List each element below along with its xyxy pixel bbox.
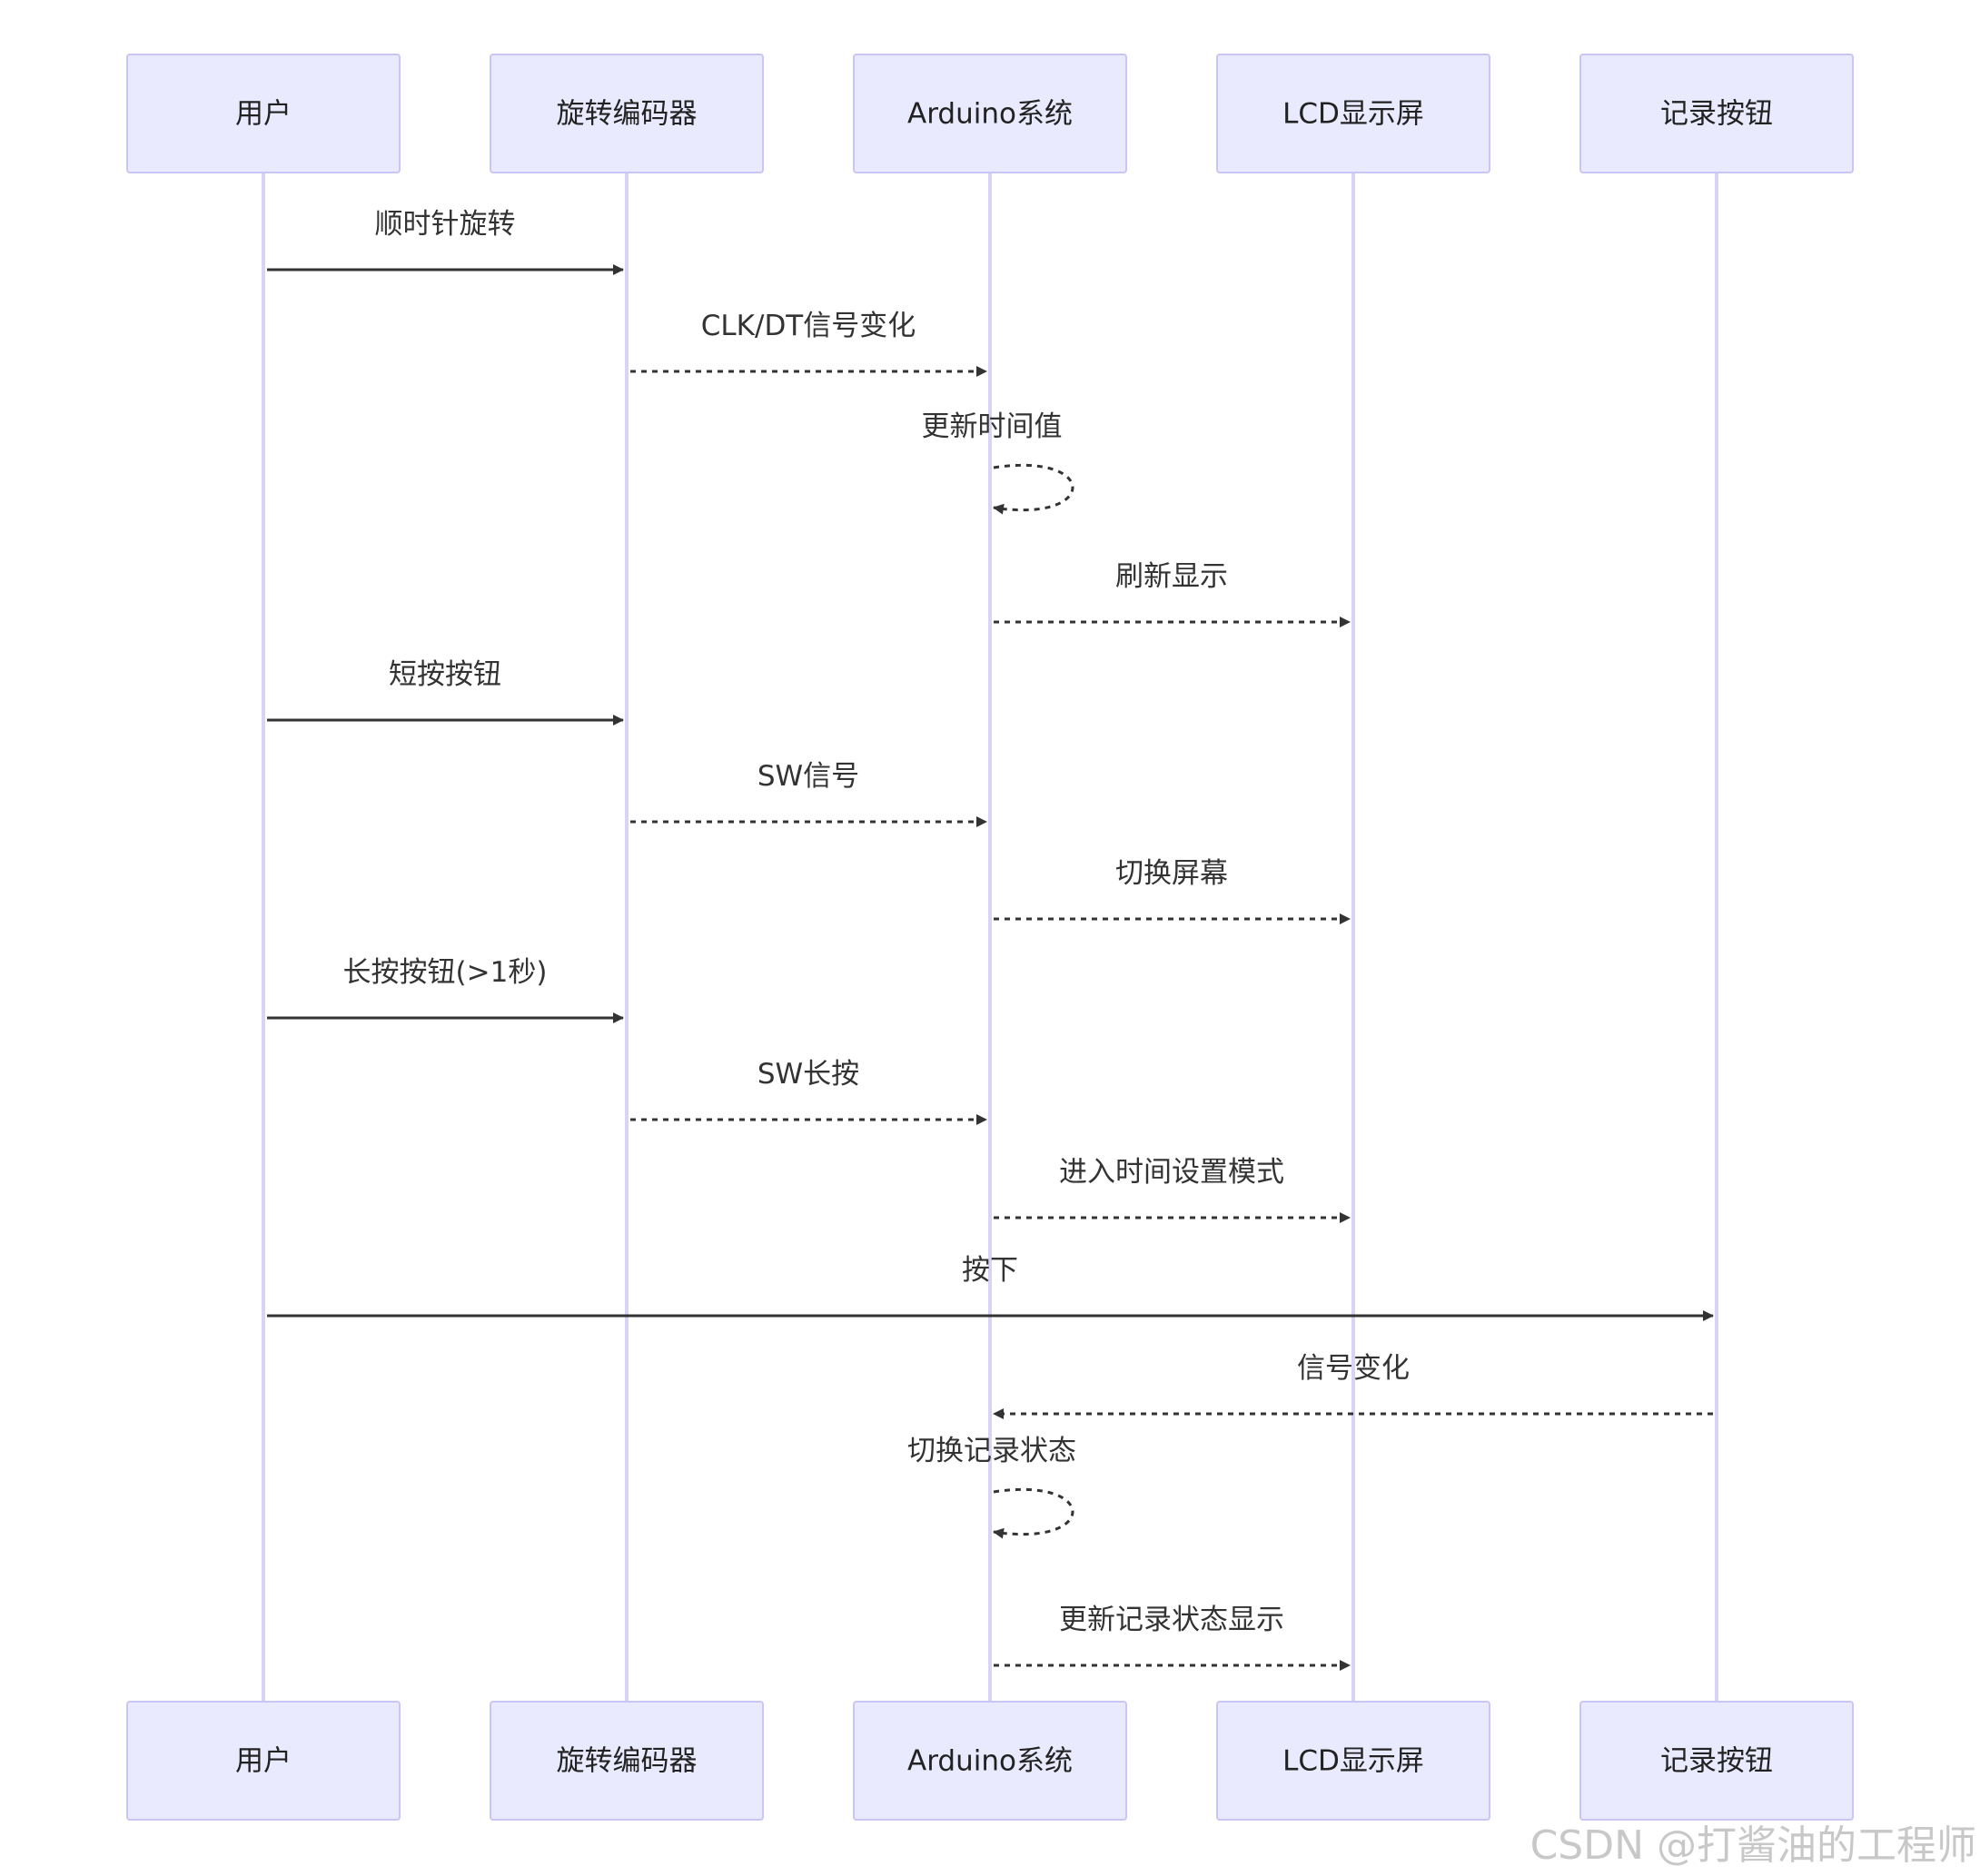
message-label: CLK/DT信号变化	[701, 310, 916, 342]
message-8: 长按按钮(>1秒)	[267, 956, 624, 1023]
actor-box	[1579, 54, 1854, 173]
message-label: 进入时间设置模式	[1059, 1156, 1284, 1189]
actor-label: LCD显示屏	[1282, 1745, 1424, 1778]
message-3: 更新时间值	[922, 410, 1074, 515]
message-label: 更新记录状态显示	[1059, 1604, 1284, 1636]
message-4: 刷新显示	[994, 560, 1351, 627]
actor-label: 旋转编码器	[557, 98, 698, 131]
actor-label: Arduino系统	[907, 1745, 1073, 1778]
actor-label: 记录按钮	[1660, 98, 1773, 131]
actors-top: 用户 旋转编码器 Arduino系统 LCD显示屏 记录按钮	[126, 54, 1854, 173]
message-label: 更新时间值	[922, 410, 1063, 443]
message-1: 顺时针旋转	[267, 208, 624, 275]
actor-encoder-top[interactable]: 旋转编码器	[490, 54, 764, 173]
actor-box	[853, 1701, 1127, 1821]
message-label: 信号变化	[1297, 1352, 1410, 1385]
actor-user-bottom[interactable]: 用户	[126, 1701, 401, 1821]
message-arrow	[993, 463, 1074, 515]
actor-record-top[interactable]: 记录按钮	[1579, 54, 1854, 173]
message-9: SW长按	[630, 1058, 987, 1125]
actor-encoder-bottom[interactable]: 旋转编码器	[490, 1701, 764, 1821]
actor-arduino-bottom[interactable]: Arduino系统	[853, 1701, 1127, 1821]
message-label: 顺时针旋转	[375, 208, 516, 241]
message-label: 切换屏幕	[1115, 857, 1228, 890]
actor-label: 旋转编码器	[557, 1745, 698, 1778]
message-label: 短按按钮	[389, 658, 501, 691]
message-5: 短按按钮	[267, 658, 624, 726]
message-2: CLK/DT信号变化	[630, 310, 987, 377]
watermark: CSDN @打酱油的工程师	[1530, 1822, 1976, 1869]
actor-lcd-bottom[interactable]: LCD显示屏	[1216, 1701, 1490, 1821]
actor-box	[1579, 1701, 1854, 1821]
actor-arduino-top[interactable]: Arduino系统	[853, 54, 1127, 173]
message-10: 进入时间设置模式	[994, 1156, 1351, 1223]
message-14: 更新记录状态显示	[994, 1604, 1351, 1671]
message-arrow	[993, 1487, 1074, 1539]
actor-box	[1216, 1701, 1490, 1821]
actor-label: 用户	[235, 98, 292, 131]
actor-box	[853, 54, 1127, 173]
message-13: 切换记录状态	[907, 1435, 1076, 1539]
message-label: 按下	[962, 1254, 1018, 1287]
actor-record-bottom[interactable]: 记录按钮	[1579, 1701, 1854, 1821]
actor-box	[126, 54, 401, 173]
message-12: 信号变化	[993, 1352, 1713, 1419]
message-label: 切换记录状态	[907, 1435, 1076, 1467]
message-label: 长按按钮(>1秒)	[343, 956, 548, 989]
lifelines	[262, 173, 1718, 1702]
message-label: 刷新显示	[1115, 560, 1228, 593]
message-6: SW信号	[630, 760, 987, 827]
message-label: SW信号	[757, 760, 859, 793]
actor-label: 用户	[235, 1745, 292, 1778]
actor-box	[490, 1701, 764, 1821]
actor-box	[1216, 54, 1490, 173]
message-label: SW长按	[757, 1058, 859, 1091]
actor-user-top[interactable]: 用户	[126, 54, 401, 173]
actor-label: LCD显示屏	[1282, 98, 1424, 131]
actors-bottom: 用户 旋转编码器 Arduino系统 LCD显示屏 记录按钮	[126, 1701, 1854, 1821]
message-7: 切换屏幕	[994, 857, 1351, 924]
actor-box	[490, 54, 764, 173]
actor-lcd-top[interactable]: LCD显示屏	[1216, 54, 1490, 173]
actor-label: 记录按钮	[1660, 1745, 1773, 1778]
actor-box	[126, 1701, 401, 1821]
actor-label: Arduino系统	[907, 98, 1073, 131]
message-11: 按下	[267, 1254, 1714, 1321]
